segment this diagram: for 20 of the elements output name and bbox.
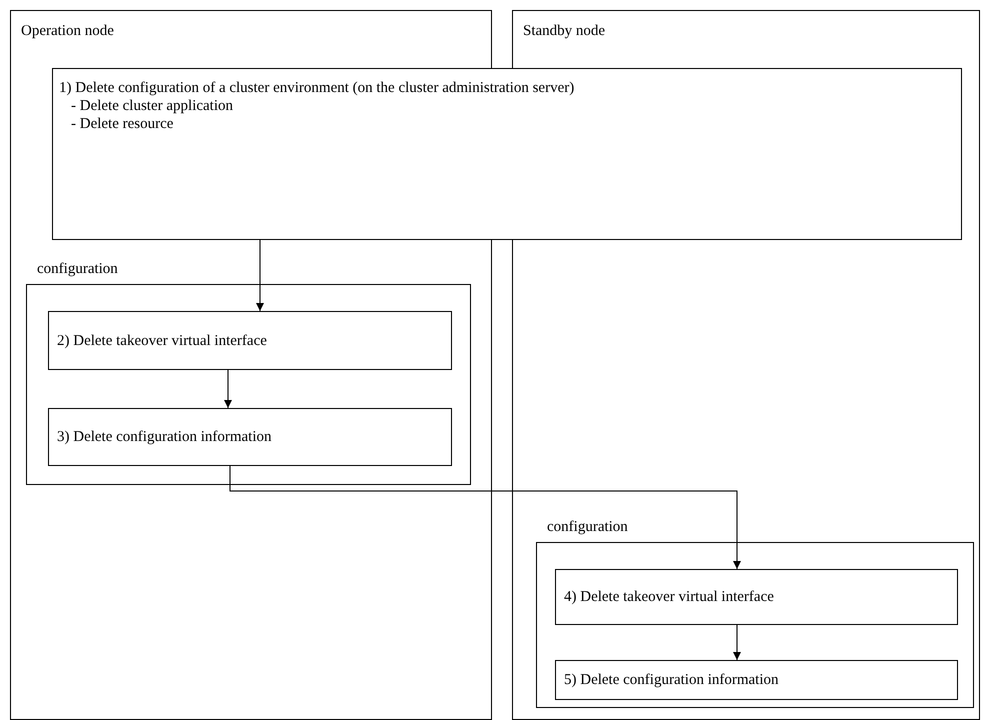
- process-box: [48, 311, 452, 370]
- group-heading: configuration: [547, 519, 628, 536]
- step-title: 3) Delete configuration information: [57, 428, 273, 446]
- step-title: 2) Delete takeover virtual interface: [57, 332, 268, 350]
- process-box: [555, 660, 958, 700]
- step-item: - Delete cluster application: [70, 97, 234, 115]
- step-title: 4) Delete takeover virtual interface: [564, 588, 775, 606]
- step-item: - Delete resource: [70, 115, 174, 133]
- panel-heading: Standby node: [523, 23, 606, 40]
- arrow: [256, 240, 264, 312]
- arrow: [224, 370, 232, 408]
- group-heading: configuration: [37, 261, 118, 278]
- process-box: [52, 68, 962, 240]
- step-title: 5) Delete configuration information: [564, 671, 780, 689]
- process-box: [48, 408, 452, 466]
- arrow: [230, 466, 741, 570]
- process-box: [555, 569, 958, 625]
- arrow: [733, 624, 741, 660]
- panel-heading: Operation node: [21, 23, 114, 40]
- step-title: 1) Delete configuration of a cluster environment (on the cluster administration server): [59, 79, 576, 97]
